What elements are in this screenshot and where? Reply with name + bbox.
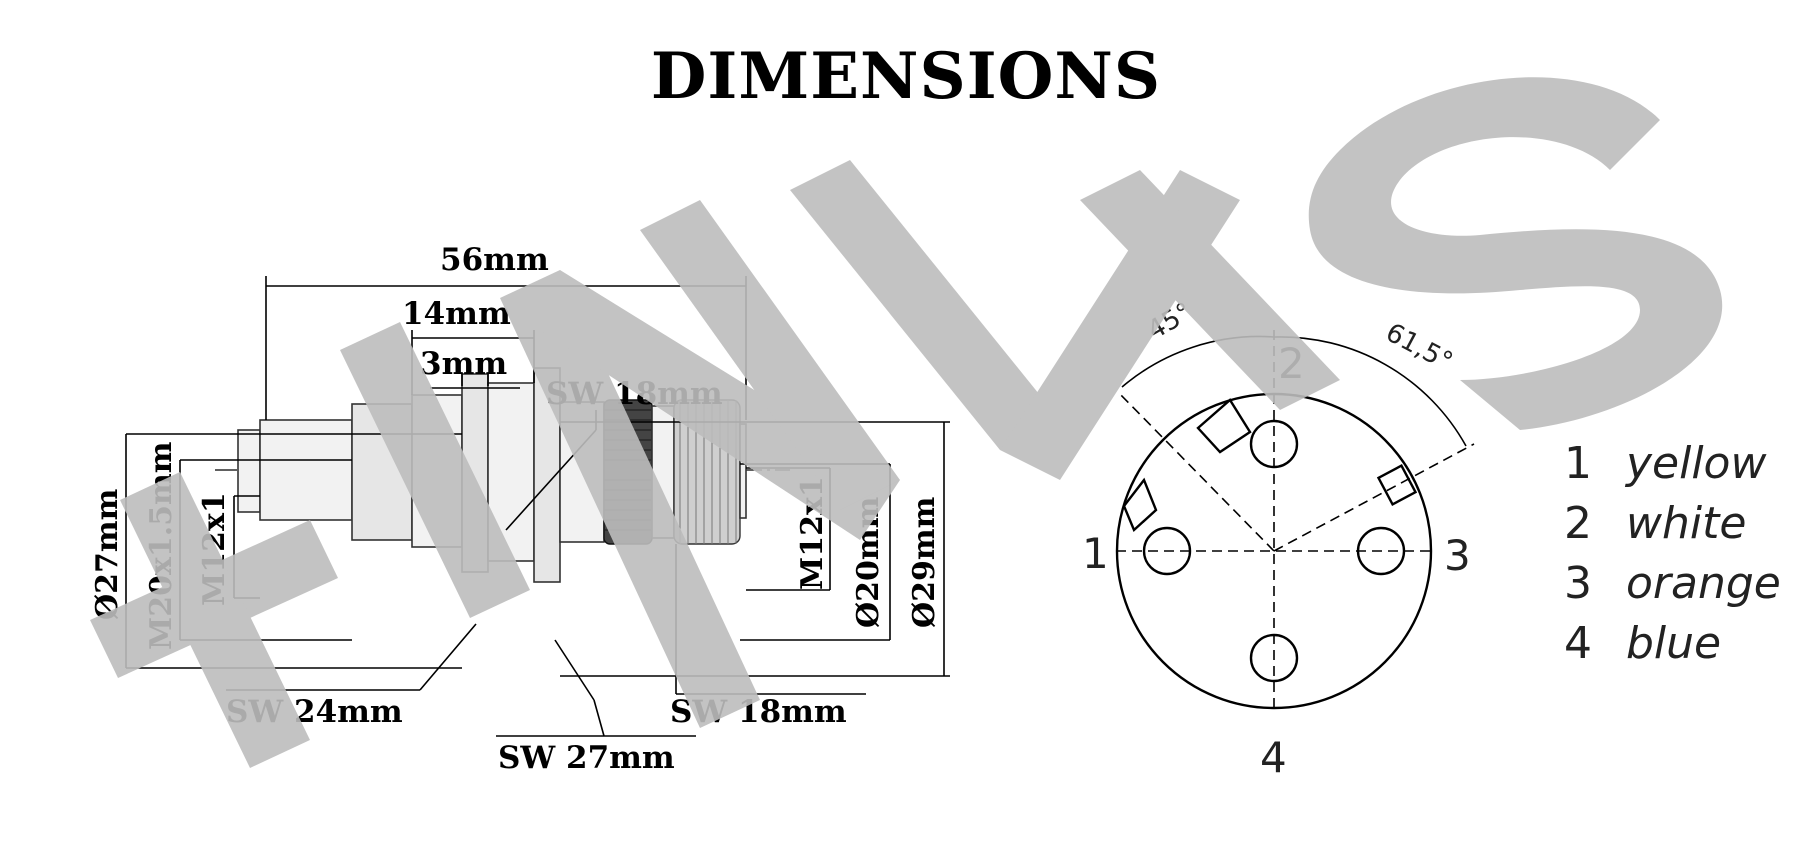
legend-num-2: 2: [1564, 498, 1592, 549]
legend-color-2: white: [1626, 498, 1746, 549]
pin-3-number: 3: [1444, 531, 1471, 580]
dim-56mm-label: 56mm: [440, 242, 549, 278]
pin-1: [1142, 526, 1192, 576]
legend-color-1: yellow: [1624, 438, 1767, 489]
sw27-label: SW 27mm: [498, 740, 675, 776]
dim-flange-3: 3mm: [420, 346, 520, 389]
legend-num-4: 4: [1564, 618, 1592, 669]
callout-sw27: SW 27mm: [496, 639, 696, 776]
left-thread-tip: [237, 429, 261, 513]
legend-num-1: 1: [1564, 438, 1592, 489]
legend-color-3: orange: [1626, 558, 1781, 609]
pin-1-number: 1: [1082, 529, 1109, 578]
legend-num-3: 3: [1564, 558, 1592, 609]
pin-4: [1249, 633, 1299, 683]
page-title: DIMENSIONS: [651, 39, 1161, 114]
dim-dia29-label: Ø29mm: [907, 496, 942, 628]
pin-4-number: 4: [1260, 733, 1287, 782]
watermark-logo: [90, 77, 1723, 768]
pin-2: [1249, 419, 1299, 469]
left-thread: [259, 419, 353, 521]
legend-color-4: blue: [1626, 618, 1721, 669]
dim-14mm-label: 14mm: [402, 296, 511, 332]
dim-body-14: 14mm: [402, 296, 535, 395]
pin-color-legend: 1 yellow 2 white 3 orange 4 blue: [1564, 438, 1781, 669]
angle-ray-right: [1273, 443, 1475, 552]
dim-dia27-label: Ø27mm: [90, 488, 125, 620]
key-notch-left: [1122, 477, 1158, 533]
angle-arc-right: [1273, 336, 1467, 447]
pin-3: [1356, 526, 1406, 576]
dim-3mm-label: 3mm: [420, 346, 507, 382]
dim-overall-56: 56mm: [265, 242, 747, 420]
key-notch-top: [1196, 398, 1252, 454]
angle-ray-left: [1117, 391, 1275, 552]
